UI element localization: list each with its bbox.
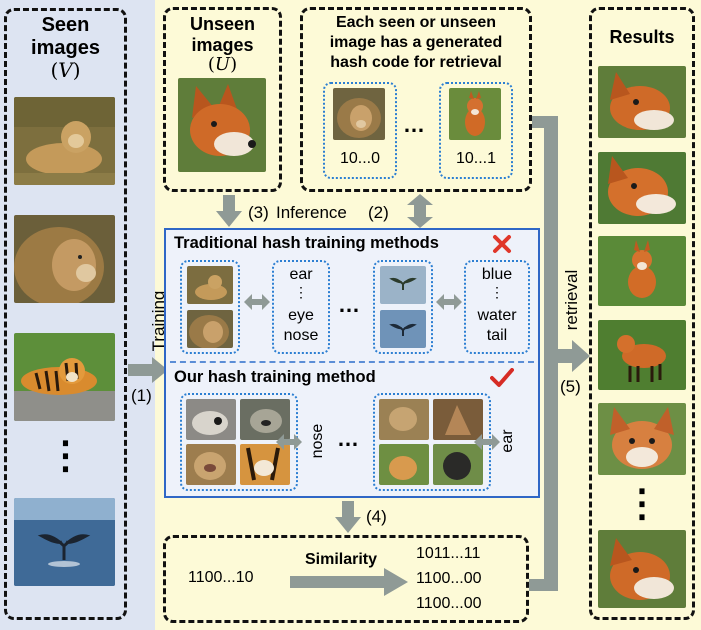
training-step: (1) [131, 386, 152, 405]
traditional-words-group-2 [464, 260, 530, 354]
retrieval-label: retrieval [562, 269, 581, 331]
similarity-code-0: 1011...11 [416, 545, 481, 562]
unseen-symbol: (𝑈) [207, 54, 238, 75]
cross-icon [493, 235, 511, 253]
result-photo-fox-4 [598, 320, 686, 390]
retrieval-pipe-vertical [544, 116, 558, 591]
ours-title: Our hash training method [174, 368, 376, 386]
unseen-photo-fox [178, 78, 266, 172]
hash-caption-line3: hash code for retrieval [330, 54, 502, 71]
hash-item-seen [323, 82, 397, 179]
unseen-title-line1: Unseen [189, 14, 256, 34]
traditional-word-1-3: nose [283, 327, 319, 344]
hash-photo-fox [449, 88, 501, 140]
result-photo-fox-2 [598, 152, 686, 224]
hash-caption-line1: Each seen or unseen [335, 14, 497, 31]
similarity-box [163, 535, 529, 623]
retrieval-pipe-bottom [529, 579, 558, 591]
traditional-double-arrow-2 [436, 294, 462, 310]
result-photo-fox-3 [598, 236, 686, 306]
unseen-title-line2: images [191, 35, 254, 55]
traditional-title: Traditional hash training methods [174, 234, 439, 252]
similarity-query-code: 1100...10 [188, 569, 254, 586]
similarity-code-1: 1100...00 [416, 570, 482, 587]
hash-ellipsis: … [403, 112, 425, 137]
ours-double-arrow-2 [474, 434, 500, 450]
seen-title-line1: Seen [41, 14, 90, 36]
ours-double-arrow-1 [276, 434, 302, 450]
ours-word-ear: ear [499, 429, 516, 453]
traditional-word-1-1: ⋮ [294, 284, 308, 300]
hash-caption-line2: image has a generated [329, 34, 503, 51]
ours-patch-gorilla-ear [433, 444, 483, 485]
result-photo-fox-1 [598, 66, 686, 138]
traditional-photo-lioness [187, 266, 233, 304]
inference-step-2: (2) [368, 203, 389, 222]
ours-word-nose: nose [309, 423, 326, 459]
ours-patch-lion-ear [379, 399, 429, 440]
similarity-step: (4) [366, 507, 387, 526]
seen-photo-lion [14, 215, 115, 303]
seen-photo-tiger [14, 333, 115, 421]
ours-patch-tiger-nose [240, 444, 290, 485]
traditional-word-2-0: blue [481, 266, 513, 283]
inference-step-3: (3) [248, 203, 269, 222]
traditional-word-2-3: tail [486, 327, 508, 344]
results-title: Results [609, 27, 675, 47]
ours-patch-wolf-nose [186, 399, 236, 440]
seen-images-box [4, 8, 127, 620]
traditional-ellipsis: … [338, 292, 360, 317]
traditional-images-group-2 [373, 260, 433, 354]
hash-code-box [300, 7, 532, 192]
similarity-label: Similarity [304, 551, 378, 568]
traditional-photo-lion [187, 310, 233, 348]
hash-code-1: 10...0 [339, 150, 381, 167]
inference-down-arrow [216, 195, 242, 227]
retrieval-arrow [554, 340, 590, 372]
retrieval-step: (5) [560, 377, 581, 396]
ours-ellipsis: … [337, 426, 359, 451]
traditional-photo-whale-1 [380, 266, 426, 304]
check-icon [490, 368, 514, 387]
seen-photo-whale-tail [14, 498, 115, 586]
methods-separator [170, 361, 534, 363]
traditional-word-2-2: water [477, 307, 517, 324]
similarity-arrow [290, 568, 408, 596]
training-arrow [128, 357, 168, 383]
results-box [589, 7, 695, 620]
similarity-down-arrow [335, 501, 361, 533]
traditional-images-group-1 [180, 260, 240, 354]
traditional-double-arrow-1 [244, 294, 270, 310]
traditional-word-1-0: ear [289, 266, 313, 283]
inference-double-arrow [407, 194, 433, 228]
seen-ellipsis: ⋮ [46, 435, 85, 477]
traditional-words-group-1 [272, 260, 330, 354]
hash-photo-lion [333, 88, 385, 140]
result-photo-fox-5 [598, 403, 686, 475]
seen-title-line2: images [31, 37, 100, 59]
results-ellipsis: ⋮ [623, 483, 661, 525]
ours-patch-lion-nose [186, 444, 236, 485]
inference-label: Inference [276, 203, 347, 222]
hash-item-unseen [439, 82, 513, 179]
result-photo-fox-6 [598, 530, 686, 608]
traditional-word-1-2: eye [288, 307, 314, 324]
seen-photo-lioness [14, 97, 115, 185]
similarity-code-2: 1100...00 [416, 595, 482, 612]
unseen-images-box [163, 7, 282, 192]
ours-patch-cat-ear [433, 399, 483, 440]
ours-patch-tiger-ear [379, 444, 429, 485]
seen-symbol: (𝑉) [50, 58, 81, 82]
traditional-word-2-1: ⋮ [490, 284, 504, 300]
hash-code-2: 10...1 [455, 150, 497, 167]
traditional-photo-whale-2 [380, 310, 426, 348]
ours-patch-cat-nose [240, 399, 290, 440]
